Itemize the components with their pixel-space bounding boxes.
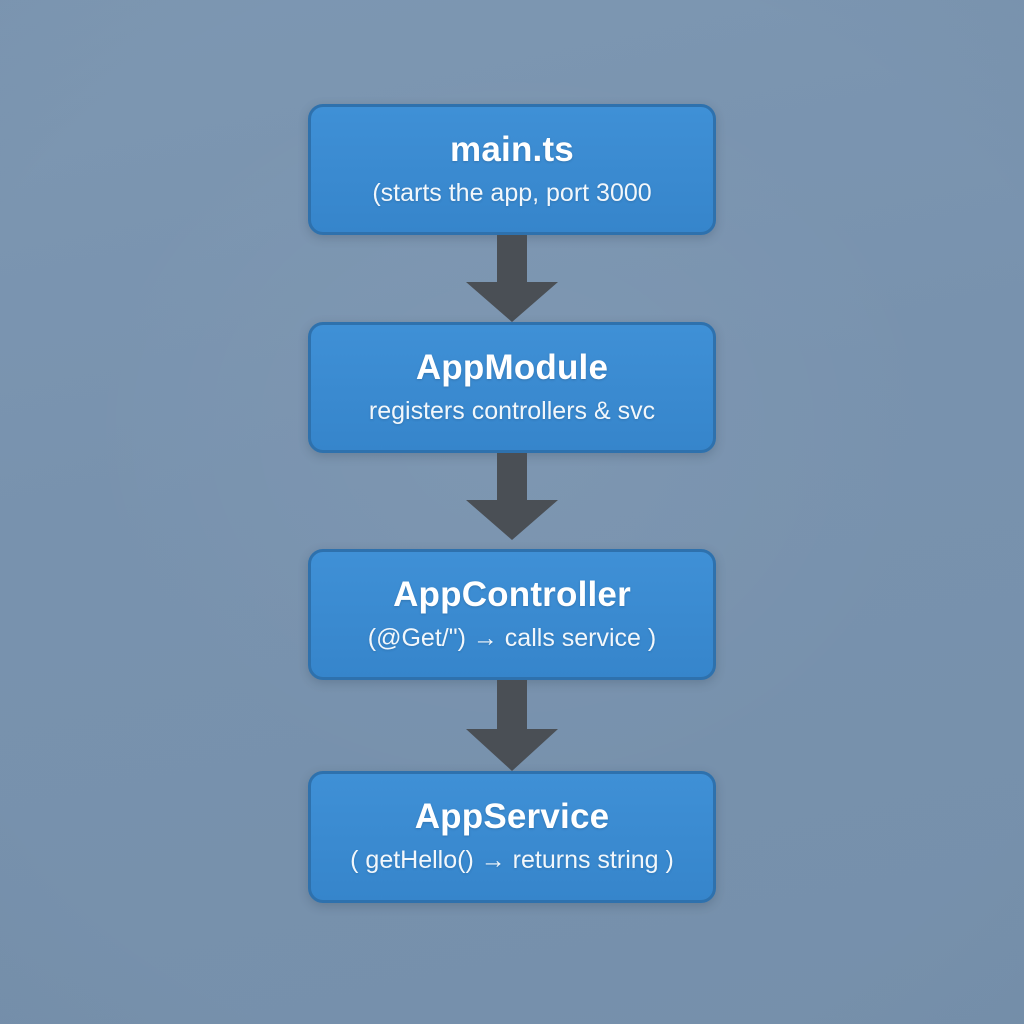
flow-node-app-module[interactable]: AppModule registers controllers & svc xyxy=(308,322,716,453)
flow-node-subtitle: (@Get/") → calls service ) xyxy=(367,623,657,652)
flow-node-title: AppModule xyxy=(415,347,609,387)
arrow-main-to-module xyxy=(466,235,558,322)
flow-node-app-controller[interactable]: AppController (@Get/") → calls service ) xyxy=(308,549,716,680)
flow-node-subtitle: (starts the app, port 3000 xyxy=(372,178,652,207)
flow-node-title: AppService xyxy=(414,797,610,837)
flow-node-app-service[interactable]: AppService ( getHello() → returns string… xyxy=(308,771,716,903)
arrow-controller-to-service xyxy=(466,680,558,771)
flow-node-main-ts[interactable]: main.ts (starts the app, port 3000 xyxy=(308,104,716,235)
flow-node-subtitle: ( getHello() → returns string ) xyxy=(350,846,674,875)
arrow-module-to-controller xyxy=(466,453,558,540)
flowchart: main.ts (starts the app, port 3000 AppMo… xyxy=(308,104,716,904)
flow-node-subtitle: registers controllers & svc xyxy=(368,396,656,425)
flow-node-title: AppController xyxy=(393,574,631,614)
flow-node-title: main.ts xyxy=(450,129,574,169)
